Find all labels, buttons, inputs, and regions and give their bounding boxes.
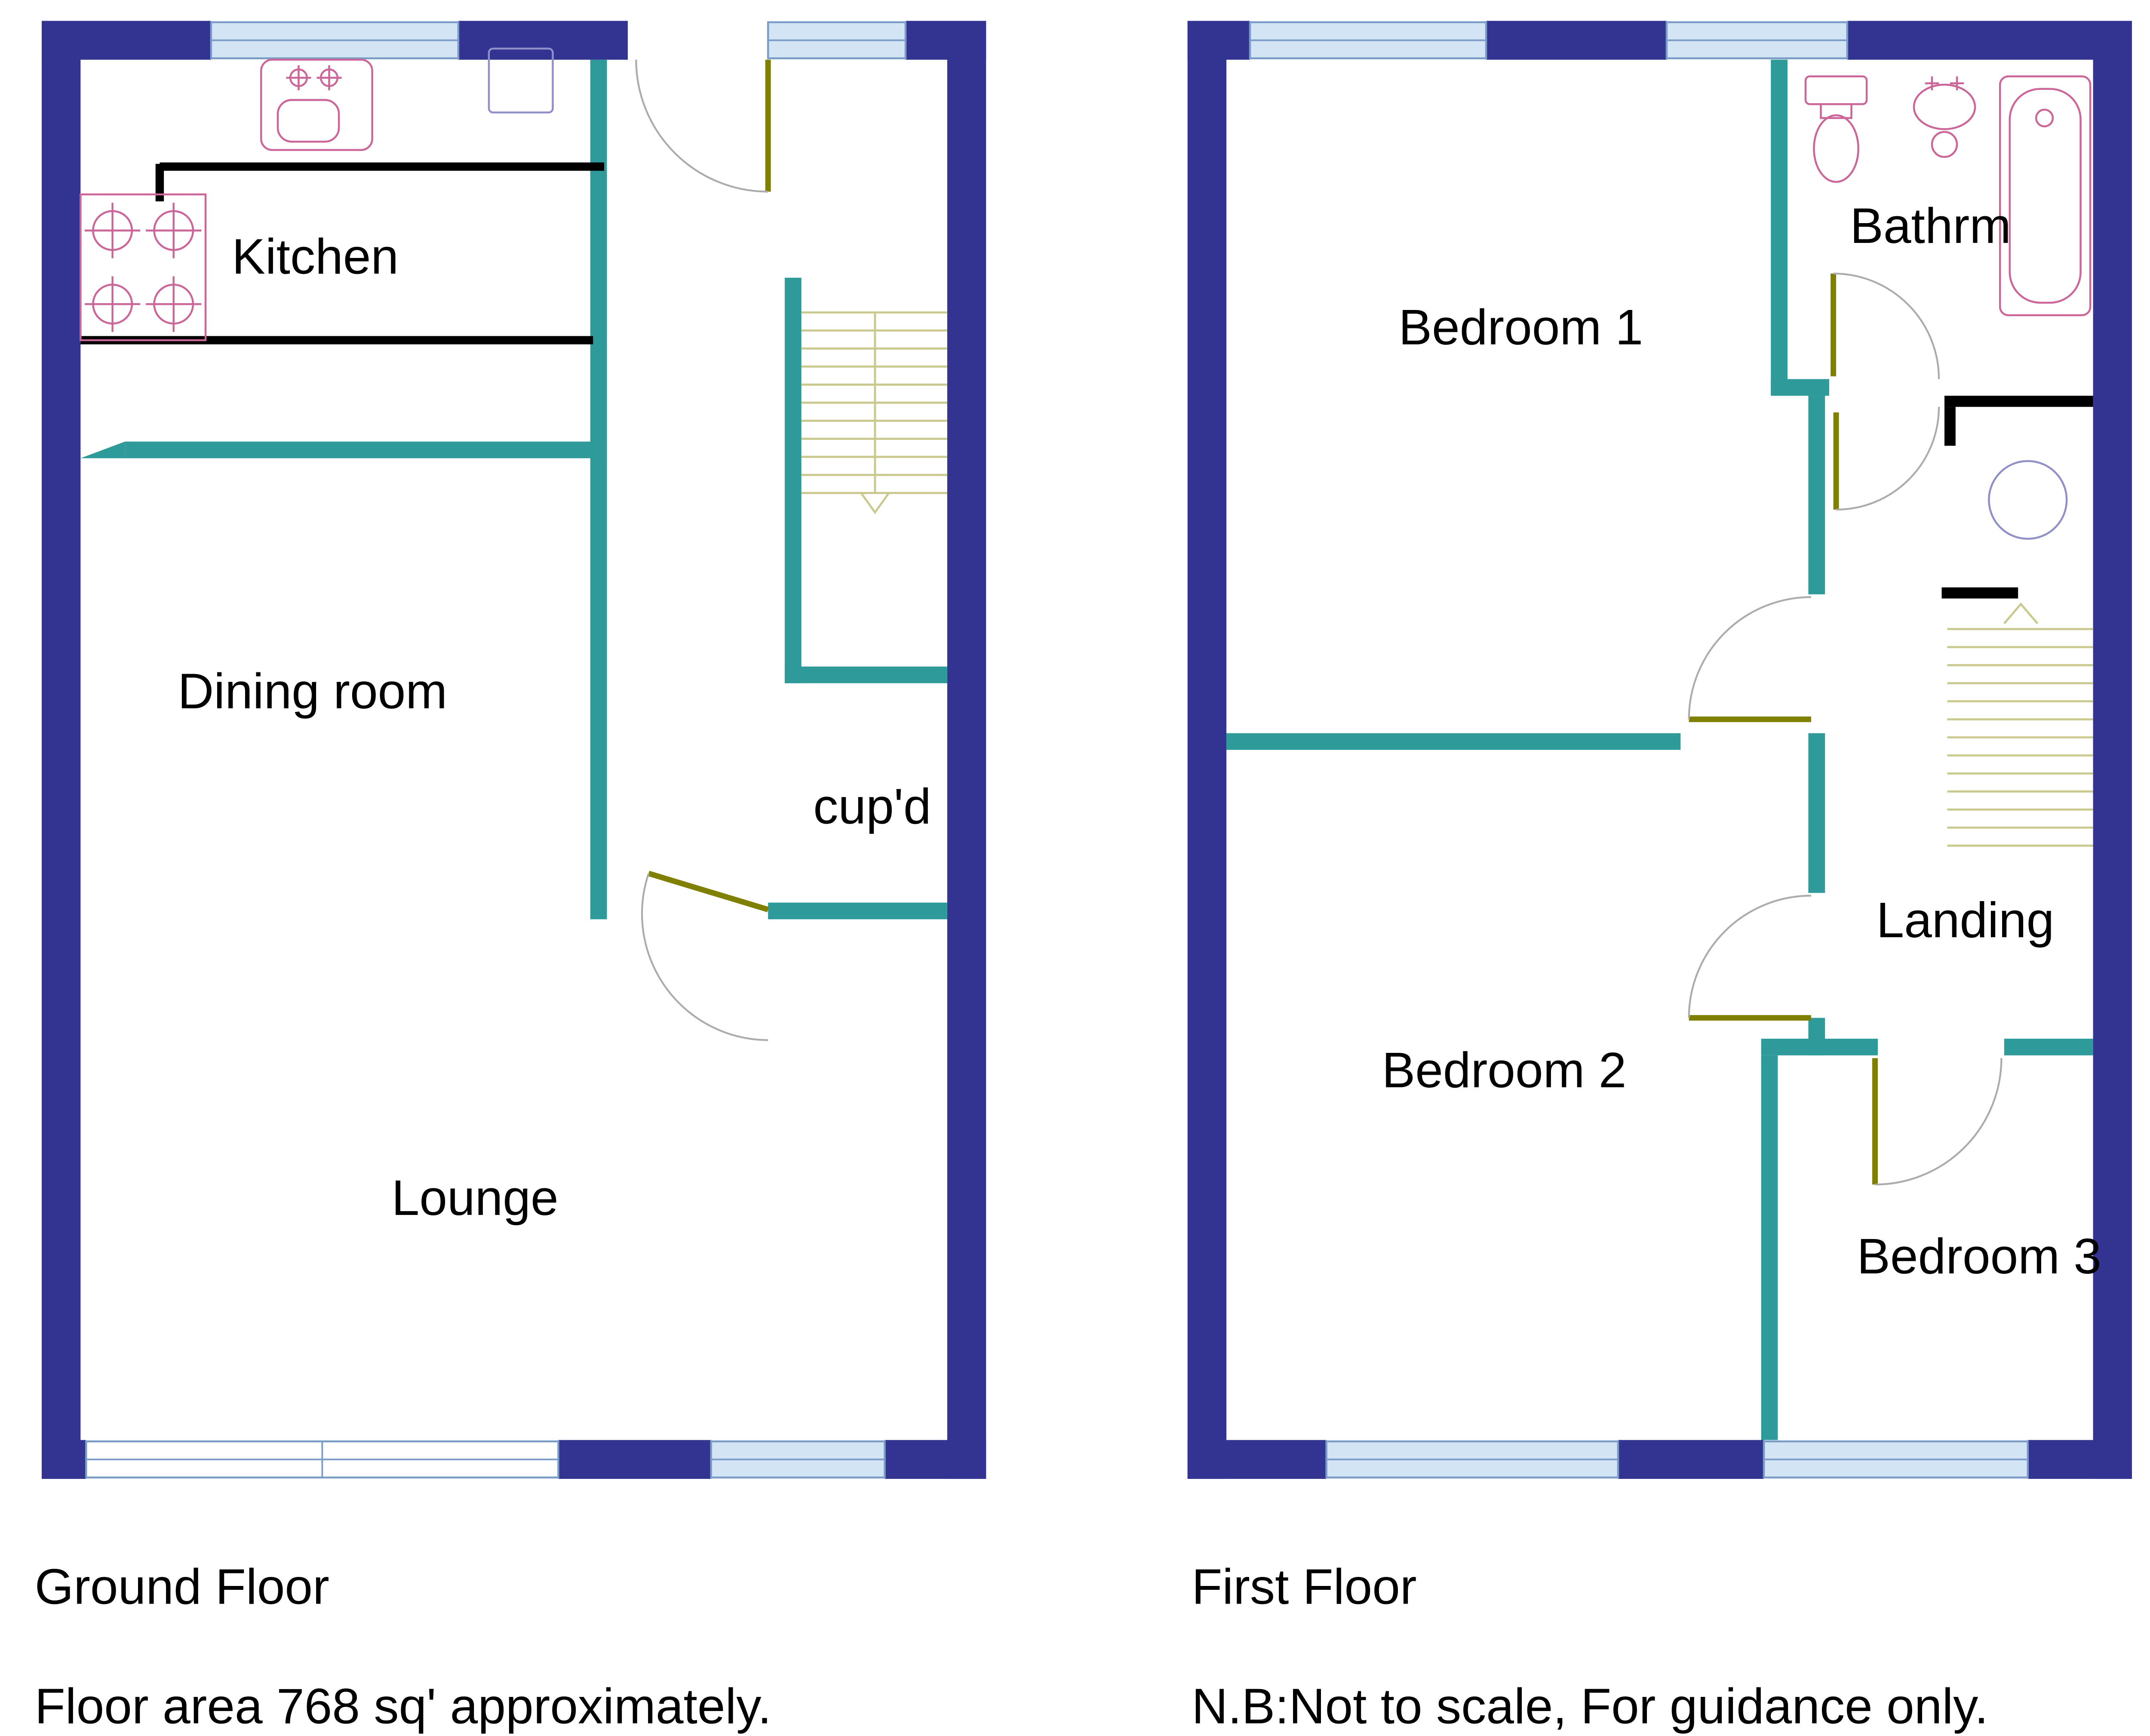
wc-basin-icon — [1988, 460, 2068, 540]
room-label-bathroom: Bathrm — [1850, 198, 2011, 254]
entrance-door-icon — [635, 59, 771, 193]
ground-floor-caption-title: Ground Floor — [34, 1558, 329, 1615]
room-label-bedroom2: Bedroom 2 — [1382, 1042, 1627, 1098]
window-icon — [1763, 1440, 2029, 1478]
toilet-icon — [1804, 75, 1868, 183]
kitchen-sink-icon — [260, 58, 373, 151]
window-icon — [210, 21, 460, 59]
wc-walls — [1941, 396, 2093, 599]
window-icon — [1665, 21, 1849, 59]
partition-walls — [1226, 59, 2093, 1440]
boiler-icon — [488, 47, 554, 113]
bedroom2-door-icon — [1688, 895, 1811, 1021]
room-label-landing: Landing — [1877, 892, 2055, 948]
patio-window-icon — [85, 1440, 559, 1478]
first-floor-plan: Bedroom 1 Bathrm Landing Bedroom 2 Bedro… — [1187, 21, 2132, 1479]
window-icon — [767, 21, 907, 59]
room-label-cupboard: cup'd — [813, 778, 931, 834]
ground-floor-caption-note: Floor area 768 sq' approximately. — [34, 1677, 772, 1735]
room-label-dining-room: Dining room — [178, 663, 447, 719]
stairs-down-icon — [801, 311, 947, 515]
first-floor-caption-note: N.B:Not to scale, For guidance only. — [1192, 1677, 1989, 1735]
bedroom1-door-icon — [1688, 596, 1811, 722]
bathroom-door-icon — [1831, 273, 1940, 379]
lounge-door-icon — [641, 871, 769, 1041]
partition-walls — [80, 59, 947, 920]
ground-floor-plan: Kitchen Dining room cup'd Lounge — [41, 21, 986, 1479]
room-label-kitchen: Kitchen — [232, 228, 399, 284]
window-icon — [710, 1440, 886, 1478]
bath-icon — [1999, 75, 2092, 316]
room-label-lounge: Lounge — [392, 1170, 559, 1226]
stairs-up-icon — [1947, 602, 2093, 847]
outer-walls — [1187, 21, 2132, 1479]
windows — [1249, 21, 2029, 1478]
window-icon — [1249, 21, 1487, 59]
hob-icon — [80, 193, 207, 341]
outer-walls — [41, 21, 986, 1479]
window-icon — [1325, 1440, 1619, 1478]
basin-icon — [1913, 76, 1976, 158]
room-label-bedroom1: Bedroom 1 — [1398, 299, 1643, 355]
room-label-bedroom3: Bedroom 3 — [1857, 1228, 2101, 1284]
bedroom3-door-icon — [1872, 1058, 2003, 1186]
wc-door-icon — [1833, 407, 1940, 511]
first-floor-caption-title: First Floor — [1192, 1558, 1417, 1615]
windows — [85, 21, 907, 1478]
